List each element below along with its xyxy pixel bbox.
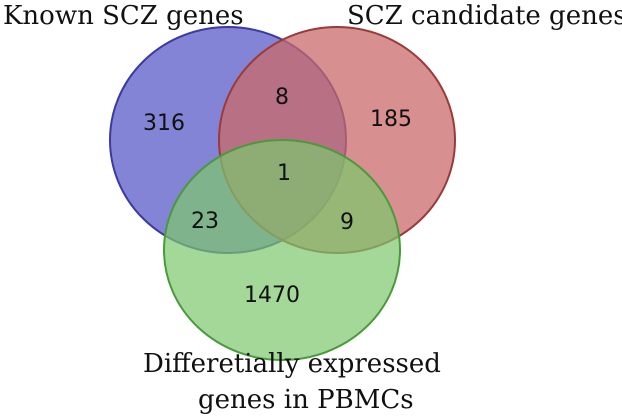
known-candidate-count: 8: [275, 85, 289, 110]
candidate-deg-count: 9: [340, 210, 354, 235]
known-scz-genes-label: Known SCZ genes: [3, 1, 244, 31]
differentially-expressed-genes-circle: [163, 139, 401, 361]
known-deg-count: 23: [191, 209, 219, 234]
deg-label-line-2: genes in PBMCs: [198, 385, 414, 415]
deg-label-line-1: Differetially expressed: [143, 349, 441, 379]
candidate-only-count: 185: [370, 107, 412, 132]
all-three-count: 1: [277, 161, 291, 186]
scz-candidate-genes-label: SCZ candidate genes: [347, 1, 622, 31]
deg-only-count: 1470: [244, 283, 300, 308]
known-only-count: 316: [143, 111, 185, 136]
